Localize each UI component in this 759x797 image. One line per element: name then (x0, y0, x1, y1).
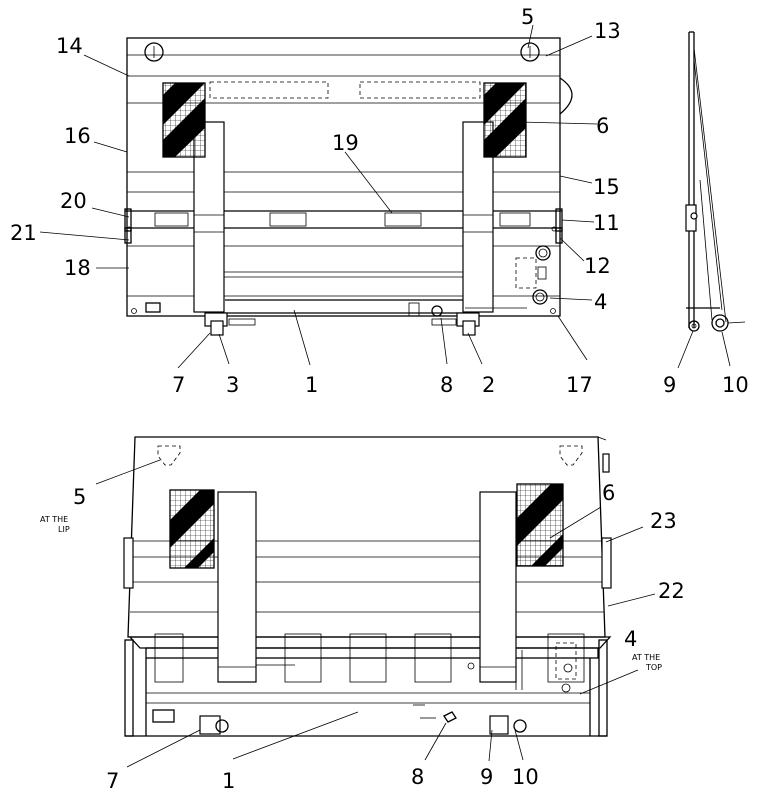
note-lip-line2: LIP (58, 525, 70, 534)
label-8-bottom: 8 (411, 765, 424, 789)
label-18: 18 (64, 256, 91, 280)
label-7-top: 7 (172, 373, 185, 397)
perspective-view (123, 436, 612, 737)
label-10-side: 10 (722, 373, 749, 397)
label-15: 15 (593, 175, 620, 199)
label-1-top: 1 (305, 373, 318, 397)
label-17: 17 (566, 373, 593, 397)
label-10-bottom: 10 (512, 765, 539, 789)
label-1-bottom: 1 (222, 769, 235, 793)
label-2: 2 (482, 373, 495, 397)
leader-lines (39, 24, 746, 768)
label-22: 22 (658, 579, 685, 603)
label-4-bottom: 4 (624, 627, 637, 651)
label-9-bottom: 9 (480, 765, 493, 789)
label-5-top: 5 (521, 5, 534, 29)
label-4-top: 4 (594, 290, 607, 314)
part-labels: 5 13 14 6 16 19 15 20 11 21 12 18 4 7 3 … (10, 5, 749, 793)
label-21: 21 (10, 221, 37, 245)
front-view (124, 37, 573, 336)
label-5-bottom: 5 (73, 485, 86, 509)
side-view (685, 31, 729, 332)
label-6-top: 6 (596, 114, 609, 138)
label-19: 19 (332, 131, 359, 155)
label-6-bottom: 6 (602, 481, 615, 505)
note-top-line2: TOP (645, 663, 662, 672)
label-13: 13 (594, 19, 621, 43)
label-20: 20 (60, 189, 87, 213)
label-9-side: 9 (663, 373, 676, 397)
note-top-line1: AT THE (632, 653, 660, 662)
label-8-top: 8 (440, 373, 453, 397)
label-3: 3 (226, 373, 239, 397)
label-7-bottom: 7 (106, 769, 119, 793)
label-16: 16 (64, 124, 91, 148)
label-11: 11 (593, 211, 620, 235)
label-12: 12 (584, 254, 611, 278)
label-23: 23 (650, 509, 677, 533)
label-14: 14 (56, 34, 83, 58)
note-lip-line1: AT THE (40, 515, 68, 524)
